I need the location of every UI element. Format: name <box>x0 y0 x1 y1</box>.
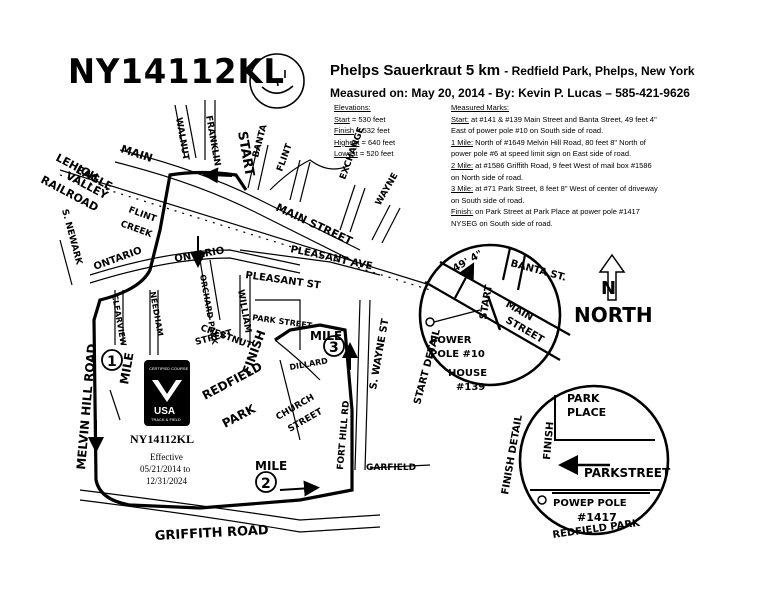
label-newark: S. NEWARK <box>59 208 84 267</box>
label-ontario-1: ONTARIO <box>92 245 143 273</box>
mark-line: Finish: on Park Street at Park Place at … <box>451 207 640 217</box>
mark-line: 3 Mile: at #71 Park Street, 8 feet 8" We… <box>451 184 658 194</box>
label-garfield: GARFIELD <box>366 463 416 473</box>
label-wayne: WAYNE <box>374 171 401 207</box>
label-start: START <box>234 130 257 178</box>
label-park-street: PARK STREET <box>252 313 313 330</box>
label-ontario-2: ONTARIO <box>174 245 226 265</box>
finish-detail-place: PLACE <box>567 406 606 419</box>
elevations-block: Elevations: Start = 530 feet Finish = 53… <box>334 102 395 160</box>
mile-marker-2: 2 MILE <box>255 459 287 493</box>
svg-text:2: 2 <box>261 476 271 492</box>
finish-detail: PARK PLACE FINISH PARKSTREET POWEP POLE … <box>500 384 671 541</box>
label-s-wayne: S. WAYNE ST <box>368 318 391 391</box>
start-detail-start: START <box>478 284 495 321</box>
svg-text:MILE: MILE <box>117 351 136 385</box>
start-detail-house: HOUSE <box>448 368 487 379</box>
start-detail-power: POWER <box>430 335 472 346</box>
elevations-heading: Elevations: <box>334 103 371 112</box>
usatf-logo: CERTIFIED COURSE USA TRACK & FIELD <box>144 360 190 426</box>
mile-marker-3: 3 MILE <box>310 329 345 357</box>
start-detail-banta: BANTA ST. <box>509 258 567 283</box>
label-finish: FINISH <box>240 328 269 376</box>
mark-line: NYSEG on South side of road. <box>451 218 553 228</box>
label-franklin: FRANKLIN <box>203 115 222 167</box>
svg-text:MILE: MILE <box>255 459 287 473</box>
label-clearview: CLEARVIEW <box>110 294 128 347</box>
finish-detail-park-street: PARKSTREET <box>584 466 671 480</box>
cert-from: 05/21/2014 to <box>140 464 191 474</box>
label-main: MAIN <box>119 142 154 164</box>
label-griffith: GRIFFITH ROAD <box>154 523 269 544</box>
elevation-row: Highest = 640 feet <box>334 137 396 147</box>
finish-detail-finish: FINISH <box>542 421 556 460</box>
certificate-text: NY14112KL Effective 05/21/2014 to 12/31/… <box>130 432 194 486</box>
label-fort-hill: FORT HILL RD <box>336 400 352 470</box>
svg-text:TRACK & FIELD: TRACK & FIELD <box>151 417 181 422</box>
elevation-row: Lowest = 520 feet <box>334 149 394 159</box>
cert-effective: Effective <box>150 452 183 462</box>
measured-marks-block: Measured Marks: Start: at #141 & #139 Ma… <box>451 102 658 230</box>
finish-detail-power-pole: POWEP POLE <box>553 498 627 509</box>
mark-line: power pole #6 at speed limit sign on Eas… <box>451 149 632 159</box>
mark-line: 1 Mile: North of #1649 Melvin Hill Road,… <box>451 137 646 147</box>
svg-text:NORTH: NORTH <box>574 303 653 327</box>
label-banta: BANTA <box>251 124 269 159</box>
label-main-street: MAIN STREET <box>274 201 355 248</box>
mile-marker-1: 1 MILE <box>101 349 137 386</box>
elevation-row: Finish = 532 feet <box>334 126 390 136</box>
mark-line: on South side of road. <box>451 195 525 205</box>
label-walnut: WALNUT <box>173 117 190 162</box>
north-arrow-icon: N NORTH <box>574 253 653 327</box>
mark-line: East of power pole #10 on South side of … <box>451 126 604 136</box>
elevation-row: Start = 530 feet <box>334 114 386 124</box>
svg-text:CERTIFIED COURSE: CERTIFIED COURSE <box>149 366 189 371</box>
start-detail-number: #139 <box>456 382 485 393</box>
marks-heading: Measured Marks: <box>451 103 509 112</box>
label-exchange: EXCHANGE <box>338 126 366 181</box>
finish-detail-park: PARK <box>567 392 600 405</box>
svg-text:USA: USA <box>154 406 175 417</box>
course-route <box>92 170 354 510</box>
svg-text:1: 1 <box>107 354 117 370</box>
mark-line: Start: at #141 & #139 Main Street and Ba… <box>451 114 657 124</box>
start-detail-label: START DETAIL <box>412 327 443 405</box>
street-network <box>59 100 431 533</box>
start-detail: 49' 4" BANTA ST. START MAIN STREET POWER… <box>412 243 571 406</box>
smiley-icon <box>249 53 305 109</box>
svg-text:N: N <box>601 278 616 299</box>
course-code: NY14112KL <box>68 52 285 92</box>
label-redfield-park: PARK <box>220 401 259 430</box>
mark-line: 2 Mile: at #1586 Griffith Road, 9 feet W… <box>451 160 652 170</box>
label-flint: FLINT <box>275 142 295 173</box>
page-title: Phelps Sauerkraut 5 km - Redfield Park, … <box>330 62 695 79</box>
measured-on: Measured on: May 20, 2014 - By: Kevin P.… <box>330 86 690 100</box>
finish-detail-number: #1417 <box>577 511 617 524</box>
start-detail-pole: POLE #10 <box>430 349 485 360</box>
cert-code: NY14112KL <box>130 432 194 446</box>
svg-text:MILE: MILE <box>310 329 342 343</box>
svg-text:3: 3 <box>329 340 339 356</box>
cert-to: 12/31/2024 <box>146 476 188 486</box>
mark-line: on North side of road. <box>451 172 524 182</box>
course-arrows <box>88 167 358 497</box>
label-pleasant-st: PLEASANT ST <box>245 270 322 291</box>
